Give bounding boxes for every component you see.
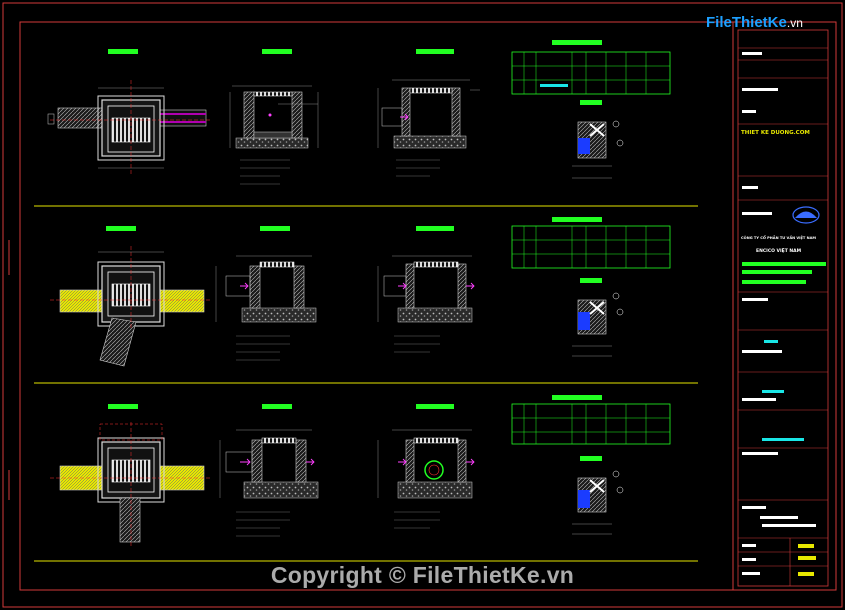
title-bar: [552, 217, 602, 222]
title-bar: [262, 49, 292, 54]
quantity-table: [511, 51, 671, 95]
title-bar: [580, 100, 602, 105]
title-bar: [580, 456, 602, 461]
section-view-a: [215, 255, 317, 361]
title-bar: [416, 49, 454, 54]
title-bar: [260, 226, 290, 231]
title-bar: [416, 226, 454, 231]
company-name: ENCICO VIỆT NAM: [756, 249, 802, 254]
row-3: [50, 395, 671, 548]
title-bar: [106, 226, 136, 231]
title-bar: [580, 278, 602, 283]
brand-logo: FileThietKe.vn: [706, 14, 816, 40]
company-line: CÔNG TY CỔ PHẦN TƯ VẤN VIỆT NAM: [741, 236, 816, 240]
plan-view: [47, 80, 210, 176]
logo-main-text: FileThietKe: [706, 14, 787, 31]
copyright-watermark: Copyright © FileThietKe.vn: [270, 562, 575, 588]
website-label: THIET KE DUONG.COM: [741, 130, 810, 136]
section-view-a: [229, 85, 319, 185]
logo-domain-text: .vn: [786, 16, 803, 30]
section-dividers: [34, 205, 698, 562]
title-bar: [552, 395, 602, 400]
joint-detail: [572, 292, 624, 357]
quantity-table: [511, 403, 671, 445]
joint-detail: [572, 470, 624, 535]
plan-view: [50, 422, 210, 548]
plan-view: [50, 246, 210, 367]
title-block: [737, 29, 829, 587]
title-bar: [416, 404, 454, 409]
row-2: [50, 217, 671, 367]
title-bar: [108, 49, 138, 54]
quantity-table: [511, 225, 671, 269]
title-bar: [262, 404, 292, 409]
title-bar: [108, 404, 138, 409]
section-view-b: [377, 429, 475, 529]
section-view-b: [377, 79, 480, 177]
row-1: [47, 40, 671, 185]
encico-logo-icon: [792, 206, 820, 224]
section-view-b: [377, 255, 475, 353]
section-view-a: [219, 429, 319, 537]
title-bar: [552, 40, 602, 45]
joint-detail: [572, 120, 624, 179]
